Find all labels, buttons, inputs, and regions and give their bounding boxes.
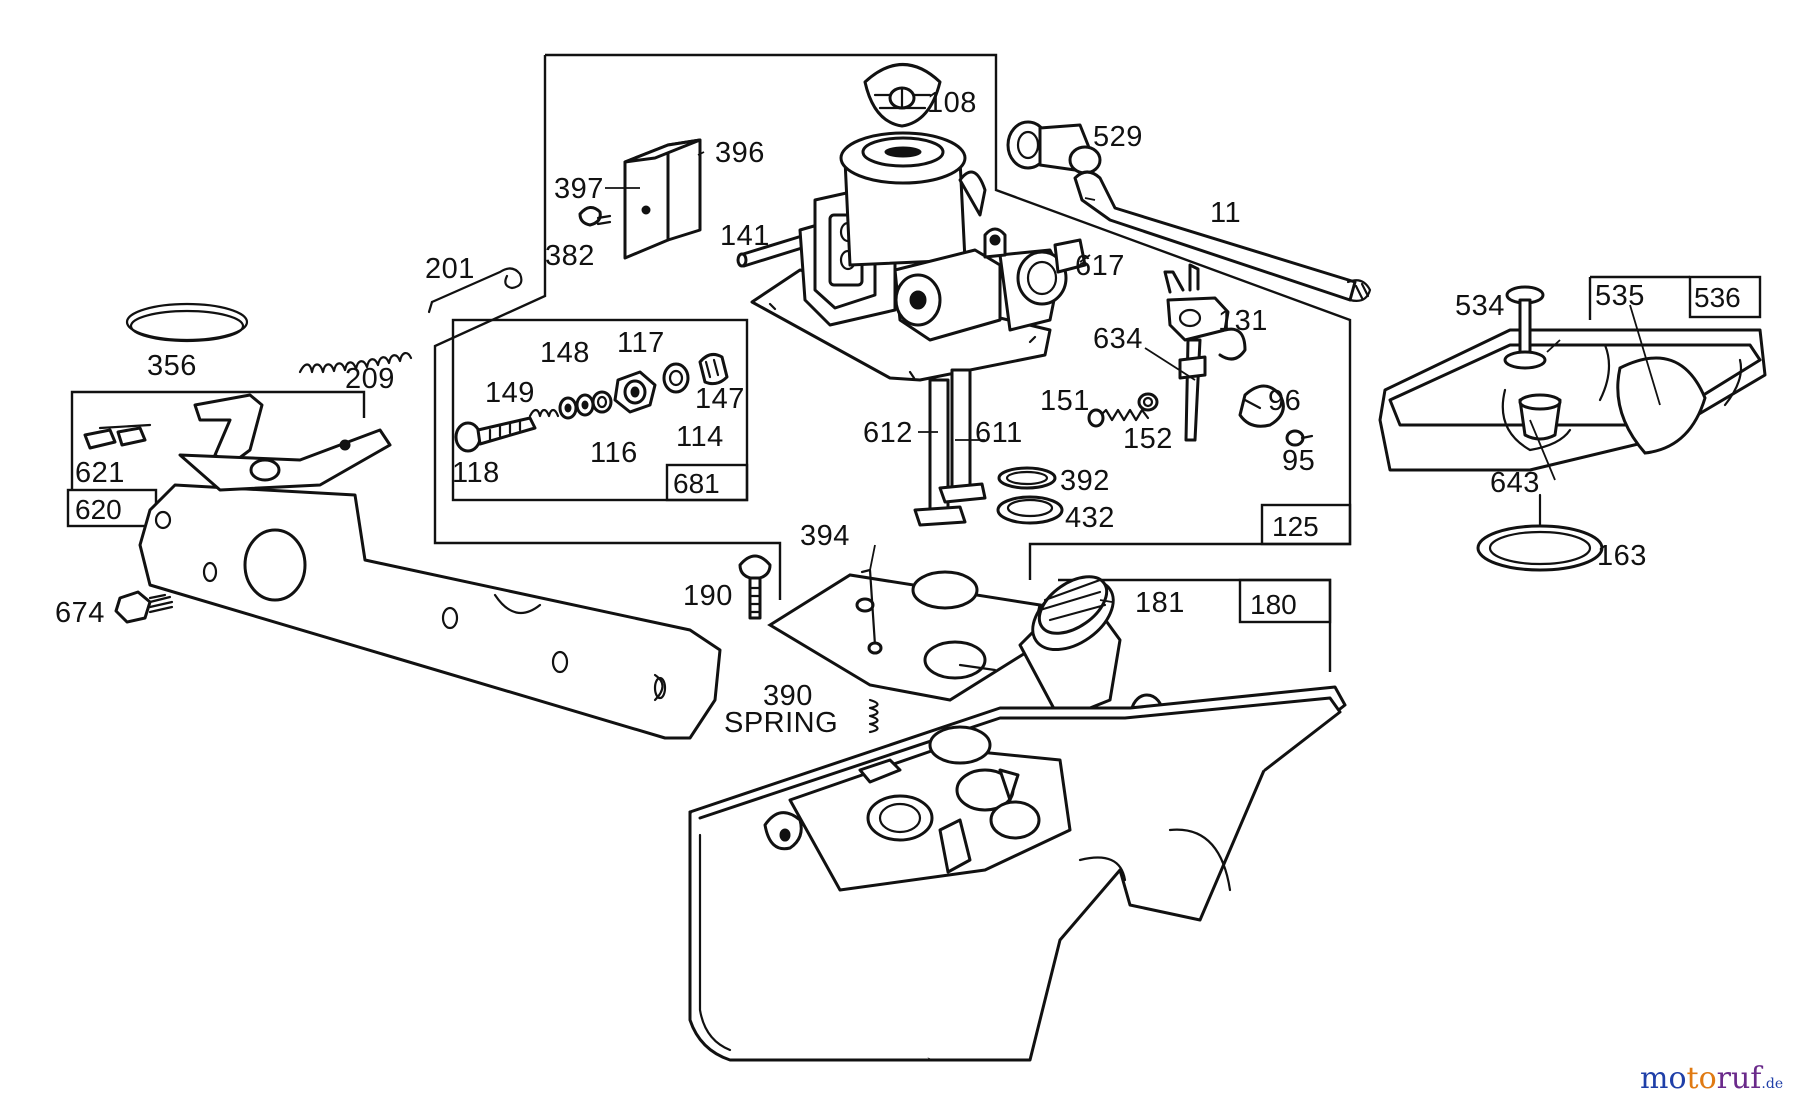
label-612: 612 [863, 417, 913, 449]
spring-390 [868, 698, 879, 734]
label-397: 397 [554, 173, 604, 205]
watermark-text: motoruf.de [1640, 1061, 1783, 1096]
box-label-180: 180 [1250, 589, 1297, 620]
washer-114 [662, 362, 690, 394]
label-382: 382 [545, 240, 595, 272]
washer-152 [1137, 392, 1159, 412]
label-392: 392 [1060, 465, 1110, 497]
fuel-pipe-11 [1073, 170, 1372, 302]
choke-knob-108 [863, 63, 942, 128]
label-611: 611 [975, 417, 1023, 449]
label-535: 535 [1595, 280, 1645, 312]
governor-lever [178, 393, 392, 492]
elbow-529 [1006, 120, 1102, 175]
label-116: 116 [590, 437, 638, 469]
screw-190 [738, 554, 772, 620]
label-108: 108 [927, 87, 977, 119]
label-148: 148 [540, 337, 590, 369]
label-181: 181 [1135, 587, 1185, 619]
label-152: 152 [1123, 423, 1173, 455]
tube-611-612 [913, 368, 987, 527]
ring-356 [125, 302, 249, 343]
box-125-frame [1260, 503, 1352, 546]
screw-382 [578, 206, 612, 227]
screw-95 [1285, 429, 1314, 447]
site-watermark: motoruf.de [1640, 1061, 1783, 1096]
label-190: 190 [683, 580, 733, 612]
label-96: 96 [1268, 385, 1301, 417]
link-201 [427, 267, 523, 314]
label-394: 394 [800, 520, 850, 552]
box-label-620: 620 [75, 494, 122, 525]
label-621: 621 [75, 457, 125, 489]
label-201: 201 [425, 253, 475, 285]
label-209: 209 [345, 363, 395, 395]
label-163: 163 [1597, 540, 1647, 572]
label-117: 117 [617, 327, 665, 359]
gasket-394 [767, 570, 1042, 702]
box-label-125: 125 [1272, 511, 1319, 542]
spring-209 [298, 352, 413, 374]
box-label-681: 681 [673, 468, 720, 499]
label-95: 95 [1282, 445, 1315, 477]
washer-116 [591, 390, 613, 414]
kit-681-frame [451, 318, 749, 502]
screw-534 [1503, 285, 1547, 370]
leaders [605, 151, 1661, 603]
part-labels: 11 95 96 108 114 116 117 118 131 141 147… [55, 87, 1647, 739]
label-147: 147 [695, 383, 745, 415]
label-674: 674 [55, 597, 105, 629]
label-141: 141 [720, 220, 770, 252]
label-396: 396 [715, 137, 765, 169]
spring-149 [528, 408, 560, 418]
nut-117 [613, 370, 657, 414]
tank-frame [1058, 578, 1332, 672]
washers-148 [558, 393, 595, 420]
label-643: 643 [1490, 467, 1540, 499]
air-cleaner [1378, 328, 1767, 472]
washers-392-432 [996, 466, 1064, 525]
pin-394 [860, 568, 883, 655]
box-labels: 125 180 536 620 681 [75, 282, 1741, 620]
label-356: 356 [147, 350, 197, 382]
label-149: 149 [485, 377, 535, 409]
label-617: 617 [1075, 250, 1125, 282]
gasket-163 [1476, 493, 1604, 572]
choke-plate [623, 138, 702, 260]
label-spring: SPRING [724, 707, 838, 739]
label-118: 118 [452, 457, 500, 489]
box-536-frame [1688, 275, 1762, 319]
carburetor-body [750, 131, 1087, 382]
governor-plate [138, 483, 722, 740]
needle-118 [454, 416, 537, 453]
label-534: 534 [1455, 290, 1505, 322]
label-114: 114 [676, 421, 724, 453]
governor-clip [83, 423, 152, 450]
box-label-536: 536 [1694, 282, 1741, 313]
needle-valve-634 [1163, 263, 1247, 442]
label-151: 151 [1040, 385, 1090, 417]
label-432: 432 [1065, 502, 1115, 534]
label-390: 390 [763, 680, 813, 712]
label-529: 529 [1093, 121, 1143, 153]
seat-147 [698, 352, 729, 386]
screw-674 [114, 590, 174, 624]
label-634: 634 [1093, 323, 1143, 355]
fuel-tank [688, 685, 1347, 1062]
label-11: 11 [1210, 197, 1241, 229]
label-131: 131 [1218, 305, 1268, 337]
clip-96 [1238, 384, 1285, 428]
spring-151 [1087, 408, 1150, 428]
